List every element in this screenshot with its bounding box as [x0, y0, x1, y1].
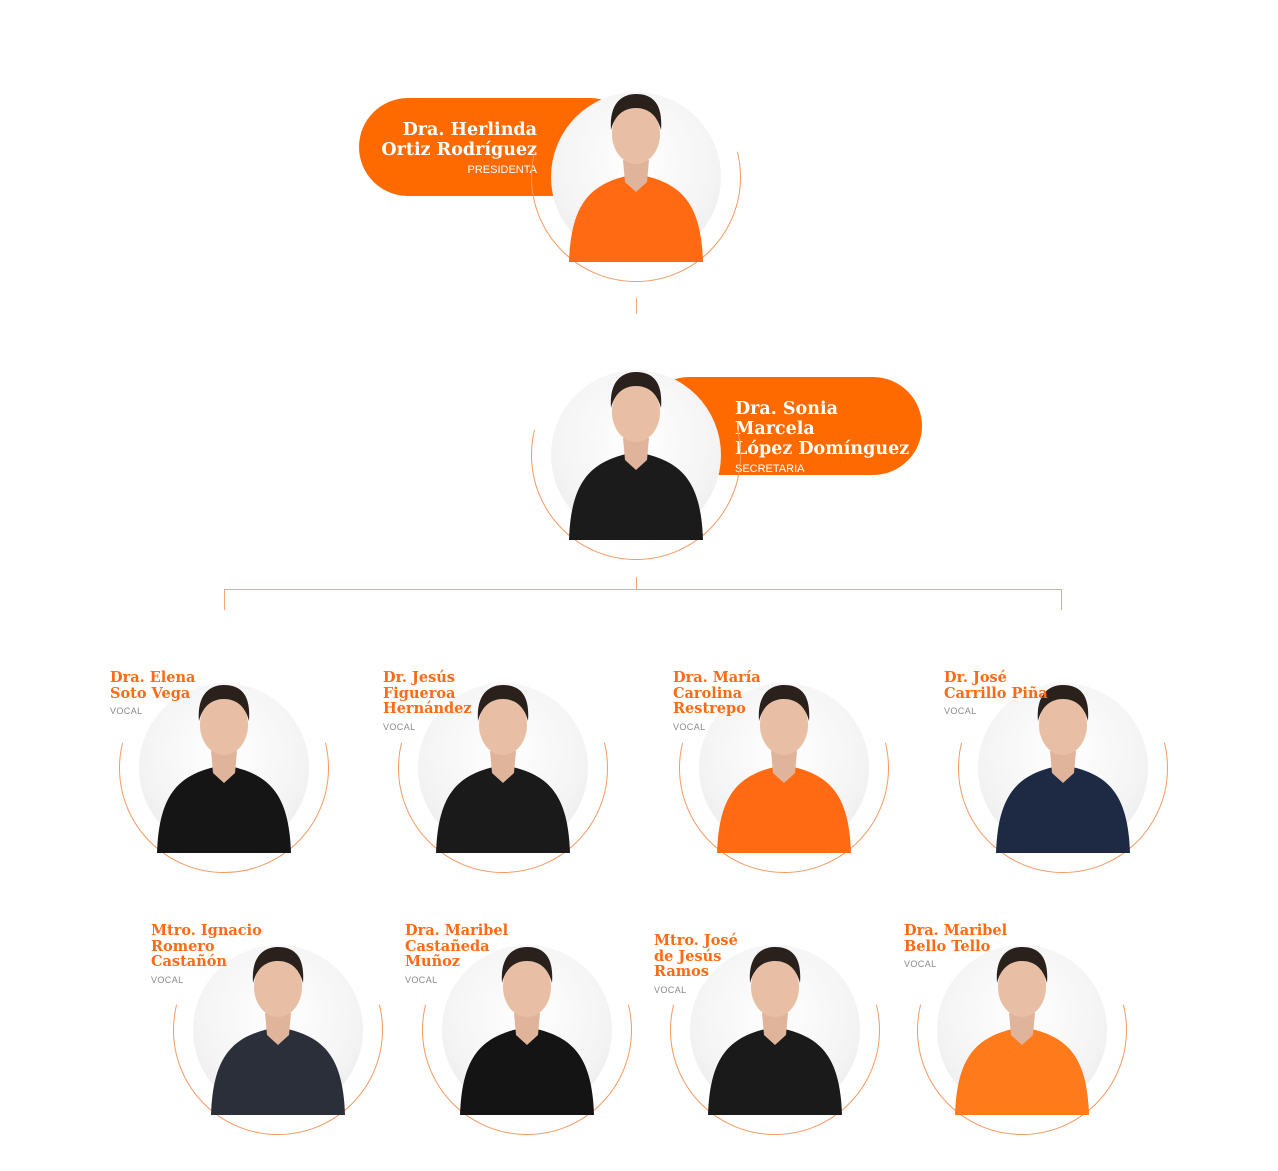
vocal-role: VOCAL — [673, 721, 706, 732]
vocal-photo — [978, 683, 1148, 853]
vocal-photo — [442, 945, 612, 1115]
vocal-name: Mtro. Ignacio Romero Castañón — [151, 922, 262, 970]
secretary-role: SECRETARIA — [735, 463, 805, 475]
vocal-role: VOCAL — [904, 959, 937, 969]
vocal-role: VOCAL — [654, 984, 687, 995]
vocal-role: VOCAL — [110, 706, 143, 716]
person-portrait-icon — [569, 94, 703, 262]
vocal-role: VOCAL — [944, 706, 977, 716]
vocal-name: Dra. Elena Soto Vega — [110, 669, 196, 702]
president-role: PRESIDENTA — [467, 164, 537, 176]
person-portrait-icon — [955, 947, 1089, 1115]
vocal-photo — [139, 683, 309, 853]
secretary-photo — [551, 370, 721, 540]
vocal-role: VOCAL — [151, 974, 184, 985]
vocal-name: Dr. José Carrillo Piña — [944, 669, 1048, 702]
vocal-photo — [193, 945, 363, 1115]
president-name-line1: Dra. Herlinda — [402, 120, 537, 140]
connector-secretary-down — [636, 577, 637, 589]
connector-president-secretary — [636, 298, 637, 314]
person-portrait-icon — [211, 947, 345, 1115]
vocal-role: VOCAL — [383, 721, 416, 732]
president-photo — [551, 92, 721, 262]
person-portrait-icon — [569, 372, 703, 540]
vocal-name: Dr. Jesús Figueroa Hernández — [383, 669, 472, 717]
vocal-name: Dra. Maribel Castañeda Muñoz — [405, 922, 509, 970]
person-portrait-icon — [157, 685, 291, 853]
vocal-photo — [418, 683, 588, 853]
vocal-photo — [699, 683, 869, 853]
vocal-name: Dra. Maribel Bello Tello — [904, 922, 1008, 955]
vocal-photo — [690, 945, 860, 1115]
person-portrait-icon — [436, 685, 570, 853]
connector-horizontal — [224, 589, 1062, 590]
secretary-name-line1: Dra. Sonia Marcela — [735, 399, 838, 439]
connector-left-drop — [224, 589, 225, 610]
president-name-line2: Ortiz Rodríguez — [381, 140, 537, 160]
vocal-photo — [937, 945, 1107, 1115]
person-portrait-icon — [717, 685, 851, 853]
person-portrait-icon — [708, 947, 842, 1115]
secretary-name-line2: López Domínguez — [735, 439, 910, 459]
person-portrait-icon — [996, 685, 1130, 853]
vocal-role: VOCAL — [405, 974, 438, 985]
person-portrait-icon — [460, 947, 594, 1115]
vocal-name: Dra. María Carolina Restrepo — [673, 669, 761, 717]
connector-right-drop — [1061, 589, 1062, 610]
vocal-name: Mtro. José de Jesús Ramos — [654, 932, 738, 980]
